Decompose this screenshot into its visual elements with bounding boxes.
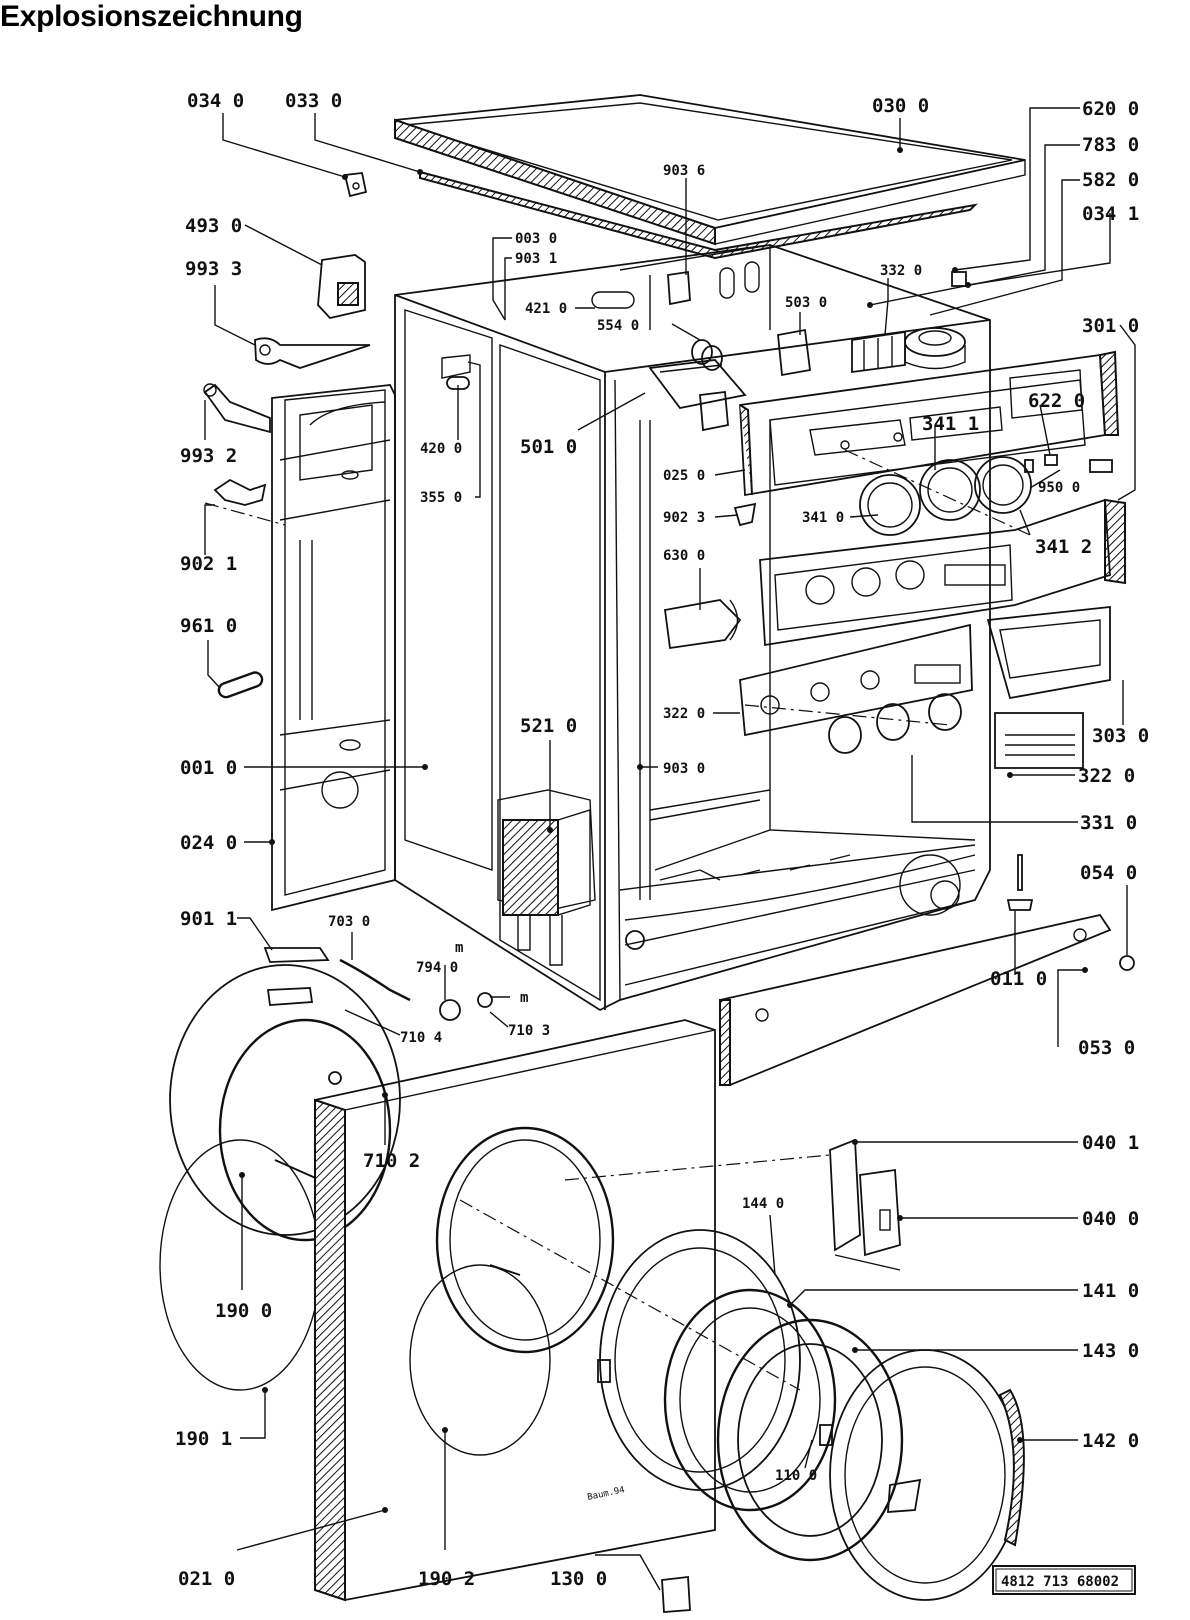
part-labels: 034 0 033 0 030 0 620 0 783 0 582 0 034 …: [175, 90, 1149, 1590]
label-025-0: 025 0: [663, 468, 705, 484]
label-710-4: 710 4: [400, 1030, 442, 1046]
plinth-and-foot: [719, 854, 1135, 1087]
label-710-2: 710 2: [363, 1150, 420, 1172]
label-501-0: 501 0: [520, 436, 577, 458]
doc-number-box: 4812 713 68002: [992, 1565, 1136, 1595]
clip-902-1: [204, 478, 286, 526]
label-332-0: 332 0: [880, 263, 922, 279]
label-554-0: 554 0: [597, 318, 639, 334]
label-034-1: 034 1: [1082, 203, 1139, 225]
label-341-0: 341 0: [802, 510, 844, 526]
front-panel: [314, 1019, 801, 1602]
label-341-2: 341 2: [1035, 536, 1092, 558]
anchor-dots: [239, 147, 1088, 1513]
label-903-1: 903 1: [515, 251, 557, 267]
label-301-0: 301 0: [1082, 315, 1139, 337]
label-582-0: 582 0: [1082, 169, 1139, 191]
cabinet-frame: [394, 244, 991, 1012]
label-033-0: 033 0: [285, 90, 342, 112]
label-322-0-b: 322 0: [1078, 765, 1135, 787]
label-303-0: 303 0: [1092, 725, 1149, 747]
doc-number: 4812 713 68002: [1001, 1574, 1119, 1590]
label-m-2: m: [520, 990, 528, 1006]
door-assembly: [564, 1138, 1025, 1613]
label-341-1: 341 1: [922, 413, 979, 435]
leader-lines: [204, 107, 1136, 1591]
label-030-0: 030 0: [872, 95, 929, 117]
label-053-0: 053 0: [1078, 1037, 1135, 1059]
label-142-0: 142 0: [1082, 1430, 1139, 1452]
label-190-0: 190 0: [215, 1300, 272, 1322]
label-622-0: 622 0: [1028, 390, 1085, 412]
label-021-0: 021 0: [178, 1568, 235, 1590]
label-903-0: 903 0: [663, 761, 705, 777]
label-034-0: 034 0: [187, 90, 244, 112]
label-521-0: 521 0: [520, 715, 577, 737]
switch-493-0: [317, 254, 366, 319]
label-902-1: 902 1: [180, 553, 237, 575]
label-322-0-a: 322 0: [663, 706, 705, 722]
label-001-0: 001 0: [180, 757, 237, 779]
label-054-0: 054 0: [1080, 862, 1137, 884]
label-993-2: 993 2: [180, 445, 237, 467]
drum-assembly: [159, 947, 493, 1391]
label-003-0: 003 0: [515, 231, 557, 247]
top-cover: [394, 94, 1026, 260]
label-m-1: m: [455, 940, 463, 956]
label-901-1: 901 1: [180, 908, 237, 930]
label-110-0: 110 0: [775, 1468, 817, 1484]
label-024-0: 024 0: [180, 832, 237, 854]
label-903-6: 903 6: [663, 163, 705, 179]
label-630-0: 630 0: [663, 548, 705, 564]
label-355-0: 355 0: [420, 490, 462, 506]
wrench-993-3: [254, 337, 371, 369]
label-331-0: 331 0: [1080, 812, 1137, 834]
signature: Baum.94: [587, 1485, 626, 1503]
label-144-0: 144 0: [742, 1196, 784, 1212]
label-190-2: 190 2: [418, 1568, 475, 1590]
label-993-3: 993 3: [185, 258, 242, 280]
label-961-0: 961 0: [180, 615, 237, 637]
label-420-0: 420 0: [420, 441, 462, 457]
side-panel-left: [271, 384, 396, 912]
label-190-1: 190 1: [175, 1428, 232, 1450]
label-950-0: 950 0: [1038, 480, 1080, 496]
label-130-0: 130 0: [550, 1568, 607, 1590]
label-902-3: 902 3: [663, 510, 705, 526]
label-143-0: 143 0: [1082, 1340, 1139, 1362]
label-040-1: 040 1: [1082, 1132, 1139, 1154]
label-783-0: 783 0: [1082, 134, 1139, 156]
page-title: Explosionszeichnung: [0, 0, 303, 33]
label-011-0: 011 0: [990, 968, 1047, 990]
label-040-0: 040 0: [1082, 1208, 1139, 1230]
label-620-0: 620 0: [1082, 98, 1139, 120]
ring-961-0: [217, 671, 264, 699]
control-panel: [739, 350, 1126, 769]
label-493-0: 493 0: [185, 215, 242, 237]
label-503-0: 503 0: [785, 295, 827, 311]
hinge-993-2: [203, 383, 271, 434]
label-710-3: 710 3: [508, 1023, 550, 1039]
label-794-0: 794 0: [416, 960, 458, 976]
bracket-034-0: [343, 172, 368, 198]
label-703-0: 703 0: [328, 914, 370, 930]
label-141-0: 141 0: [1082, 1280, 1139, 1302]
label-421-0: 421 0: [525, 301, 567, 317]
